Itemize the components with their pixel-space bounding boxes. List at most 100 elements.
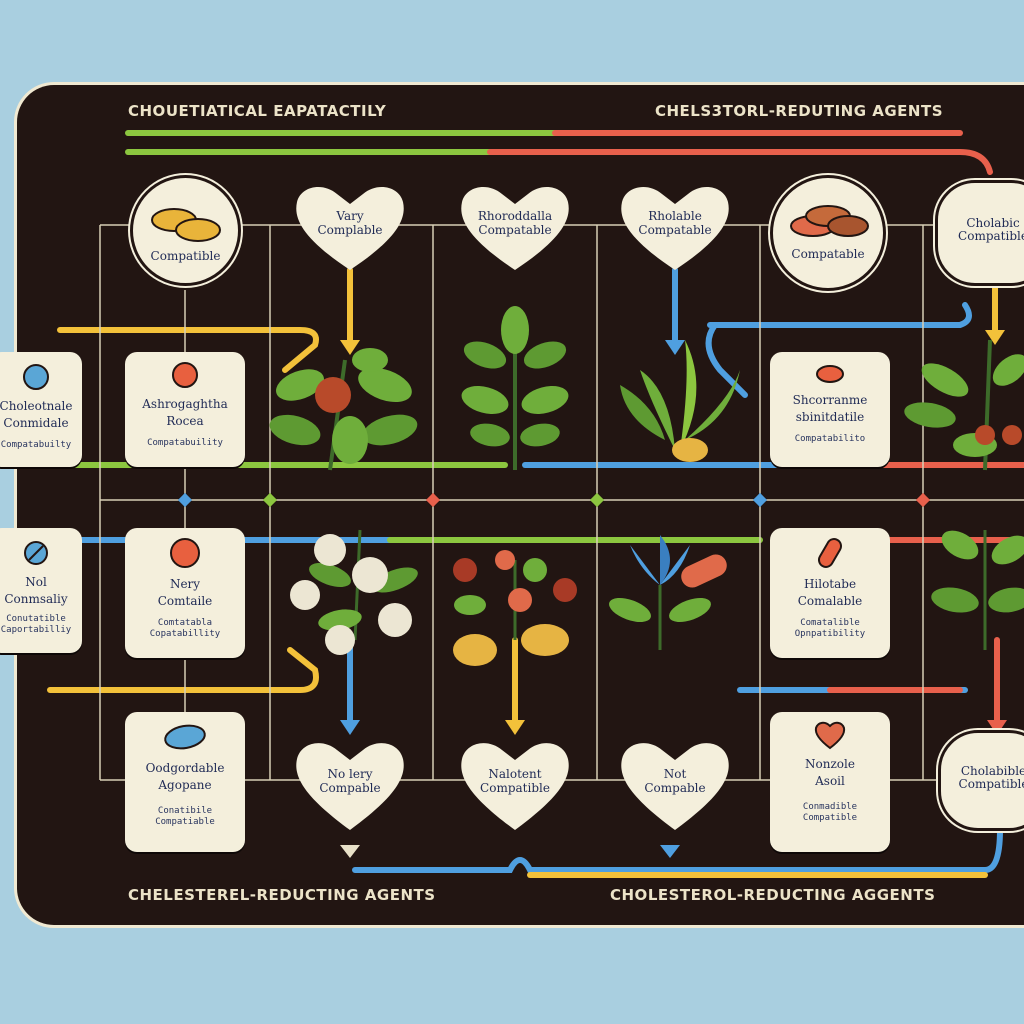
node-label-line1: Vary — [335, 209, 363, 223]
node-label-line2: Compatable — [478, 223, 551, 237]
yellow-arrow-bottom — [47, 647, 319, 693]
card-title-line2: Rocea — [166, 414, 204, 428]
card-subtitle-2: Compatiable — [155, 817, 215, 827]
pill-icon — [172, 362, 198, 388]
node-compatible-1: Compatible — [130, 175, 241, 286]
pill-icon — [816, 365, 844, 383]
tablets-icon — [790, 205, 869, 237]
leafy-sprig-icon — [931, 530, 1024, 650]
blue-flower-with-pill-icon — [609, 535, 727, 650]
node-label-line1: Rholable — [648, 209, 702, 223]
card-title-line2: Comtaile — [157, 594, 213, 608]
node-heart-6: Not Compable — [621, 743, 729, 830]
pill-icon — [170, 538, 200, 568]
card-subtitle-2: Caportabilliy — [0, 625, 72, 635]
bottom-blue-line — [352, 827, 1003, 873]
card-ashrogaghtha: Ashrogaghtha Rocea Compatabuility — [125, 352, 245, 467]
card-hilotabe: Hilotabe Comalable Comatalible Opnpatibi… — [770, 528, 890, 658]
node-label-line2: Compable — [644, 781, 705, 795]
node-label-line1: Cholabic — [966, 216, 1020, 230]
card-subtitle-1: Conatibile — [157, 806, 213, 816]
header-top-left: CHOUETIATICAL EAPATACTILY — [128, 102, 387, 120]
node-compatable-2: Compatable — [770, 175, 886, 291]
node-label-line1: Nalotent — [488, 767, 541, 781]
node-label-line2: Complable — [317, 223, 382, 237]
node-heart-3: Rholable Compatable — [621, 187, 729, 270]
node-heart-1: Vary Complable — [296, 187, 404, 270]
node-label-line1: Cholabible — [960, 764, 1024, 778]
top-red-curve — [487, 149, 993, 175]
pill-icon — [24, 541, 48, 565]
card-subtitle-1: Comatalible — [800, 618, 860, 628]
card-nonzole: Nonzole Asoil Conmadible Compatible — [770, 712, 890, 852]
node-cholabic: Cholabic Compatible — [935, 180, 1024, 286]
card-title-line2: sbinitdatile — [795, 410, 865, 424]
header-bottom-left: CHELESTEREL-REDUCTING AGENTS — [128, 886, 436, 904]
card-subtitle: Compatabilito — [794, 434, 866, 444]
card-subtitle-2: Copatabillity — [149, 629, 221, 639]
heart-icon — [814, 721, 846, 750]
card-nol: Nol Conmsaliy Conutatible Caportabilliy — [0, 528, 82, 653]
card-shcorranme: Shcorranme sbinitdatile Compatabilito — [770, 352, 890, 467]
arrowhead — [660, 845, 680, 858]
node-label-line1: Rhoroddalla — [478, 209, 552, 223]
node-label-line2: Compable — [319, 781, 380, 795]
arrowhead — [505, 720, 525, 735]
card-title-line1: Nonzole — [805, 757, 855, 771]
tablets-icon — [150, 208, 221, 242]
card-title-line1: Nol — [25, 575, 47, 589]
diamond-markers — [177, 492, 931, 508]
pill-icon — [23, 364, 49, 390]
node-heart-2: Rhoroddalla Compatable — [461, 187, 569, 270]
flowering-plant-icon — [290, 529, 418, 655]
berry-shrub-icon — [904, 339, 1024, 471]
header-bottom-right: CHOLESTEROL-REDUCTING AGGENTS — [610, 886, 936, 904]
node-label-line1: No lery — [328, 767, 373, 781]
leafy-plant-icon — [461, 306, 569, 470]
card-title-line2: Conmsaliy — [4, 592, 68, 606]
card-subtitle-1: Comtatabla — [157, 618, 213, 628]
card-subtitle-2: Opnpatibility — [794, 629, 866, 639]
card-title-line1: Choleotnale — [0, 399, 73, 413]
card-title-line2: Asoil — [815, 774, 845, 788]
berry-plant-icon — [269, 348, 418, 471]
header-top-right: CHELS3TORL-REDUTING AGENTS — [655, 102, 944, 120]
arrowhead — [987, 720, 1007, 735]
card-title-line1: Hilotabe — [803, 577, 857, 591]
node-label: Compatible — [150, 249, 221, 263]
arrowhead — [340, 845, 360, 858]
node-label: Compatable — [791, 247, 865, 261]
card-title-line1: Nery — [169, 577, 201, 591]
arrowhead — [665, 340, 685, 355]
card-subtitle: Compatabuility — [147, 438, 223, 448]
node-label-line2: Compatible — [958, 777, 1024, 791]
card-oodgordable: Oodgordable Agopane Conatibile Compatiab… — [125, 712, 245, 852]
node-cholabible: Cholabible Compatible — [938, 730, 1024, 831]
card-choleotnale: Choleotnale Conmidale Compatabuilty — [0, 352, 82, 467]
arrowhead — [340, 720, 360, 735]
arrowhead — [985, 330, 1005, 345]
node-label-line1: Not — [664, 767, 687, 781]
card-nery: Nery Comtaile Comtatabla Copatabillity — [125, 528, 245, 658]
card-subtitle-1: Conutatible — [6, 614, 66, 624]
tablet-icon — [164, 724, 206, 750]
node-label-line2: Compatible — [480, 781, 550, 795]
node-label-line2: Compatible — [958, 229, 1024, 243]
node-heart-5: Nalotent Compatible — [461, 743, 569, 830]
card-title-line2: Comalable — [797, 594, 863, 608]
capsule-icon — [818, 538, 842, 568]
card-title-line2: Agopane — [158, 778, 212, 792]
card-subtitle: Compatabuilty — [0, 440, 72, 450]
arrowhead — [340, 340, 360, 355]
node-label-line2: Compatable — [638, 223, 711, 237]
card-title-line1: Shcorranme — [792, 393, 868, 407]
card-subtitle-2: Compatible — [802, 813, 858, 823]
card-title-line1: Ashrogaghtha — [142, 397, 228, 411]
herb-with-pill-icon — [620, 340, 740, 462]
node-heart-4: No lery Compable — [296, 743, 404, 830]
blue-arrow-top — [707, 302, 972, 328]
blue-arrow-curve — [705, 322, 748, 398]
card-title-line2: Conmidale — [3, 416, 69, 430]
